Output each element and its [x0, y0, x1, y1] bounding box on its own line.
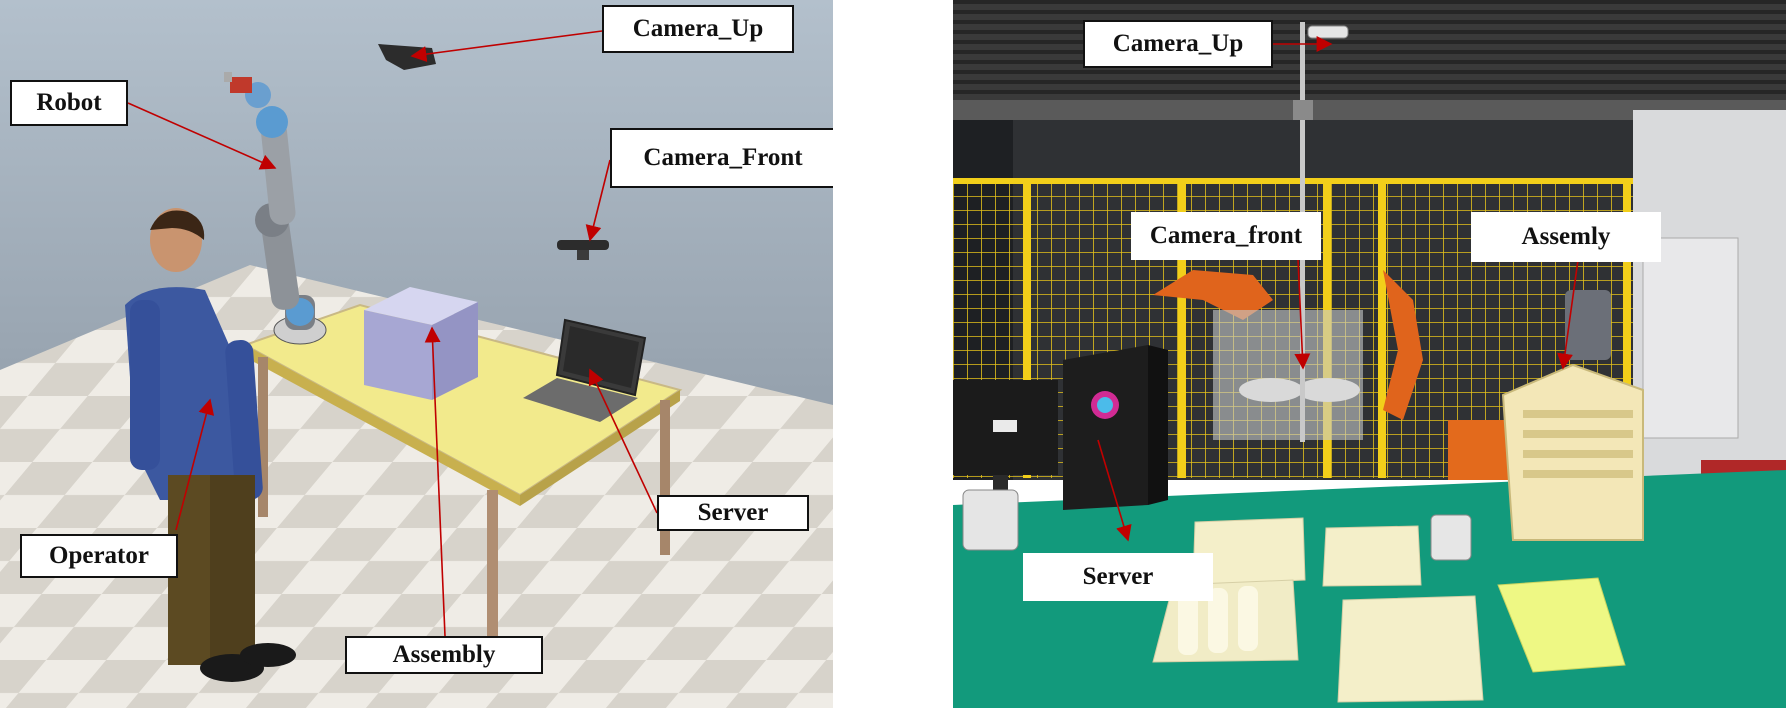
ceiling: [953, 0, 1786, 100]
arrow-assembly: [424, 326, 446, 637]
label-photo-server: Server: [1023, 553, 1213, 601]
label-operator: Operator: [20, 534, 178, 578]
arrow-camera-front: [585, 159, 611, 242]
arrow-photo-assembly: [1557, 259, 1579, 370]
label-photo-assembly: Assemly: [1471, 212, 1661, 262]
label-server: Server: [657, 495, 809, 531]
label-camera-up: Camera_Up: [602, 5, 794, 53]
table: [242, 303, 683, 640]
laptop: [523, 318, 647, 422]
arrow-camera-up: [410, 30, 603, 63]
assembly-cube: [364, 287, 478, 400]
photo-scene: [953, 0, 1786, 708]
label-photo-camera-front: Camera_front: [1131, 212, 1321, 260]
arrow-server: [588, 368, 658, 514]
arrow-robot: [127, 102, 277, 170]
label-camera-front: Camera_Front: [610, 128, 833, 188]
label-robot: Robot: [10, 80, 128, 126]
workbench-parts: [1152, 514, 1626, 703]
assembly-camera-head: [1565, 290, 1611, 360]
label-photo-camera-up: Camera_Up: [1083, 20, 1273, 68]
assembly-box: [1501, 363, 1644, 541]
operator-figure: [125, 208, 296, 682]
orange-robot-arms: [1153, 270, 1508, 480]
photo-panel: Camera_Up Camera_front Assemly Server: [953, 0, 1786, 708]
arrow-photo-server: [1097, 439, 1132, 542]
arrow-operator: [175, 398, 215, 531]
monitor: [953, 380, 1058, 495]
camera-front-model: [557, 240, 609, 260]
simulation-panel: Camera_Up Robot Camera_Front Server Oper…: [0, 0, 833, 708]
arrow-photo-camera-front: [1294, 258, 1311, 370]
server-pc: [1063, 345, 1168, 510]
simulation-scene: [0, 0, 833, 708]
robot-arm: [224, 72, 327, 345]
label-assembly: Assembly: [345, 636, 543, 674]
